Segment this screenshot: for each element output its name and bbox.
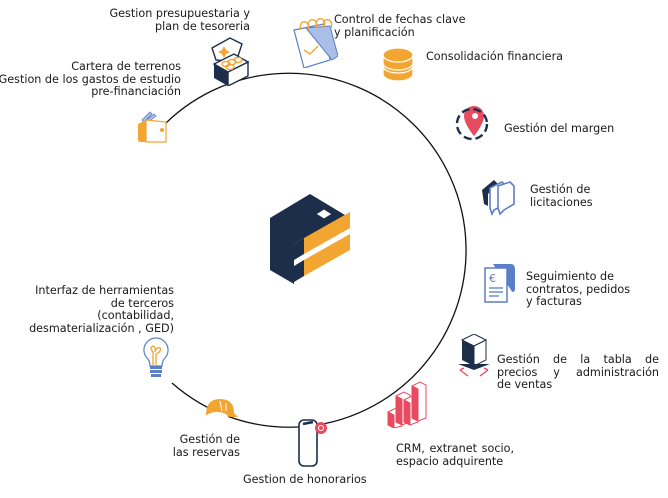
label-line: las reservas <box>172 445 240 459</box>
invoice-icon: € <box>484 264 515 303</box>
label-fechas: Control de fechas clave y planificación <box>334 13 466 39</box>
hard-hat-icon <box>206 399 238 422</box>
label-line: de ventas <box>497 378 553 391</box>
label-line: Gestión de <box>179 433 240 446</box>
company-logo <box>270 194 350 284</box>
label-line: desmaterialización , GED) <box>29 321 174 335</box>
label-line: Gestión del margen <box>504 122 615 135</box>
label-reservas: Gestión de las reservas <box>172 433 240 459</box>
ring-arc <box>165 72 467 428</box>
label-line: Consolidación financiera <box>426 50 564 63</box>
label-precios: Gestión de la tabla de precios y adminis… <box>497 353 659 392</box>
label-line: y planificación <box>334 25 415 39</box>
label-line: CRM, extranet socio, <box>396 442 514 455</box>
label-line: plan de tesoreria <box>155 19 250 33</box>
label-line: y facturas <box>526 295 582 308</box>
label-line: Gestión de <box>530 183 591 196</box>
label-crm: CRM, extranet socio, espacio adquirente <box>396 442 514 468</box>
smartphone-icon <box>298 419 327 467</box>
svg-text:€: € <box>489 272 496 285</box>
label-line: Interfaz de herramientas <box>35 284 174 297</box>
building-block-icon <box>458 334 490 377</box>
map-pin-icon <box>455 106 489 141</box>
label-line: Gestion presupuestaria y <box>109 7 250 20</box>
label-line: contratos, pedidos <box>526 282 631 296</box>
label-line: Gestión de la tabla de <box>497 353 659 366</box>
label-line: espacio adquirente <box>396 454 504 468</box>
label-contratos: Seguimiento de contratos, pedidos y fact… <box>526 270 631 309</box>
label-line: Cartera de terrenos <box>71 60 181 73</box>
label-line: Gestion de honorarios <box>243 473 367 486</box>
label-margen: Gestión del margen <box>504 122 615 136</box>
bar-chart-icon <box>387 381 427 428</box>
label-line: precios y administración <box>497 365 659 379</box>
lightbulb-icon <box>143 337 169 377</box>
label-licitaciones: Gestión de licitaciones <box>530 183 593 209</box>
treasure-chest-icon <box>211 37 250 86</box>
label-presupuesto: Gestion presupuestaria y plan de tesorer… <box>109 7 250 33</box>
chat-bubbles-icon <box>482 180 515 216</box>
wallet-icon <box>138 111 167 143</box>
label-line: (contabilidad, <box>97 309 174 322</box>
label-terrenos: Cartera de terrenos Gestion de los gasto… <box>0 60 181 99</box>
label-honorarios: Gestion de honorarios <box>243 473 367 487</box>
label-line: Control de fechas clave <box>334 13 466 26</box>
coins-stack-icon <box>382 47 414 82</box>
label-consolidacion: Consolidación financiera <box>426 50 564 64</box>
label-line: licitaciones <box>530 195 593 209</box>
label-line: Gestion de los gastos de estudio <box>0 72 181 86</box>
label-line: de terceros <box>110 296 174 310</box>
label-line: Seguimiento de <box>526 270 615 283</box>
label-interfaz: Interfaz de herramientas de terceros (co… <box>29 284 174 335</box>
label-line: pre-financiación <box>91 85 181 98</box>
calendar-icon <box>293 18 338 68</box>
